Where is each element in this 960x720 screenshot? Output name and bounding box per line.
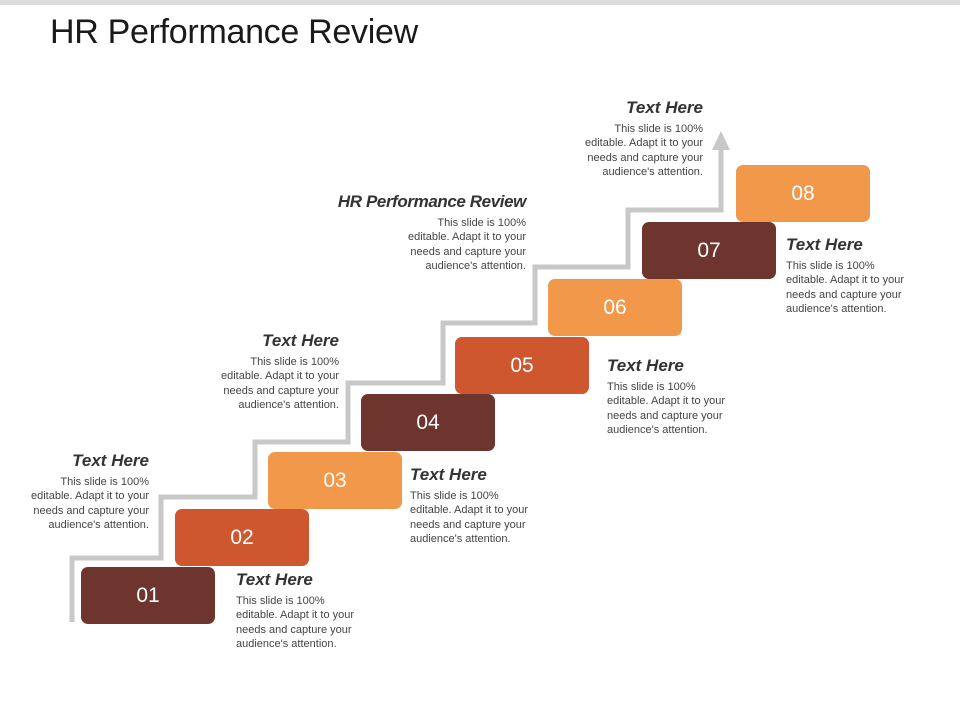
step-number: 06 — [603, 295, 627, 319]
step-box-07: 07 — [642, 222, 776, 279]
text-block-02: Text Here This slide is 100% editable. A… — [29, 451, 149, 533]
step-box-05: 05 — [455, 337, 589, 394]
text-block-title: Text Here — [626, 98, 703, 117]
text-block-title: Text Here — [607, 356, 684, 375]
staircase-line — [69, 147, 724, 622]
text-block-hr-performance-review: HR Performance Review This slide is 100%… — [336, 192, 527, 274]
text-block-title: Text Here — [262, 331, 339, 350]
text-block-03: Text Here This slide is 100% editable. A… — [410, 465, 530, 547]
text-block-title: Text Here — [410, 465, 487, 484]
text-block-body: This slide is 100% editable. Adapt it to… — [220, 356, 339, 412]
text-block-body: This slide is 100% editable. Adapt it to… — [607, 381, 726, 437]
text-block-body: This slide is 100% editable. Adapt it to… — [407, 217, 526, 273]
text-block-title: Text Here — [72, 451, 149, 470]
text-block-body: This slide is 100% editable. Adapt it to… — [30, 476, 149, 532]
text-block-body: This slide is 100% editable. Adapt it to… — [236, 595, 355, 651]
text-block-title: HR Performance Review — [337, 192, 527, 211]
step-box-04: 04 — [361, 394, 495, 451]
step-number: 08 — [791, 181, 815, 205]
step-box-03: 03 — [268, 452, 402, 509]
text-block-07: Text Here This slide is 100% editable. A… — [583, 98, 703, 180]
text-block-body: This slide is 100% editable. Adapt it to… — [786, 260, 905, 316]
text-block-body: This slide is 100% editable. Adapt it to… — [410, 490, 529, 546]
step-number: 01 — [136, 583, 160, 607]
step-number: 07 — [697, 238, 721, 262]
step-number: 05 — [510, 353, 534, 377]
slide-title: HR Performance Review — [50, 13, 418, 51]
text-block-01: Text Here This slide is 100% editable. A… — [236, 570, 356, 652]
step-box-06: 06 — [548, 279, 682, 336]
text-block-08: Text Here This slide is 100% editable. A… — [786, 235, 906, 317]
step-number: 03 — [323, 468, 347, 492]
step-box-02: 02 — [175, 509, 309, 566]
text-block-body: This slide is 100% editable. Adapt it to… — [584, 123, 703, 179]
text-block-04: Text Here This slide is 100% editable. A… — [219, 331, 339, 413]
step-box-08: 08 — [736, 165, 870, 222]
text-block-title: Text Here — [786, 235, 863, 254]
top-rule — [0, 0, 960, 5]
step-number: 02 — [230, 525, 254, 549]
step-number: 04 — [416, 410, 440, 434]
text-block-06: Text Here This slide is 100% editable. A… — [607, 356, 727, 438]
arrowhead-icon — [712, 131, 730, 150]
step-box-01: 01 — [81, 567, 215, 624]
text-block-title: Text Here — [236, 570, 313, 589]
